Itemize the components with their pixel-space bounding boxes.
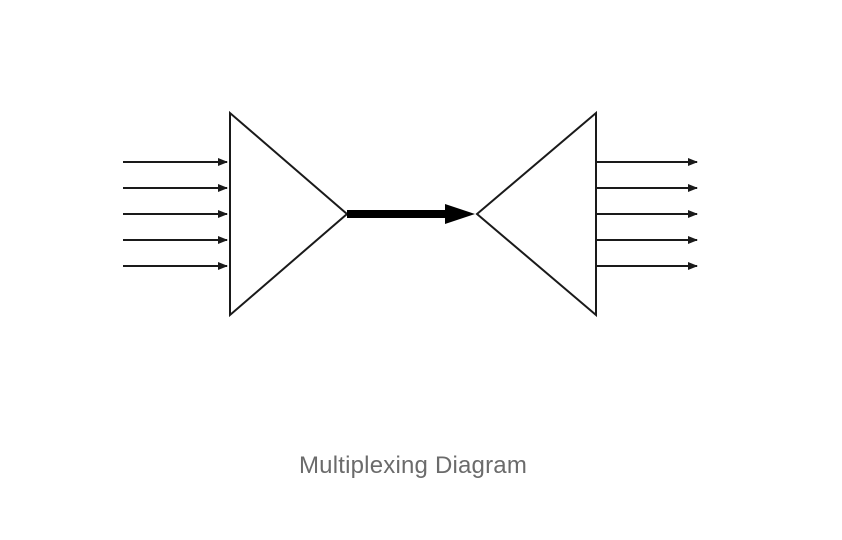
multiplexer-triangle — [229, 110, 349, 318]
input-arrows — [123, 158, 228, 270]
diagram-caption: Multiplexing Diagram — [298, 452, 528, 479]
link-arrowhead — [445, 204, 475, 224]
link-arrow — [347, 204, 475, 224]
output-arrows — [596, 158, 698, 270]
demultiplexer-triangle — [475, 110, 597, 318]
